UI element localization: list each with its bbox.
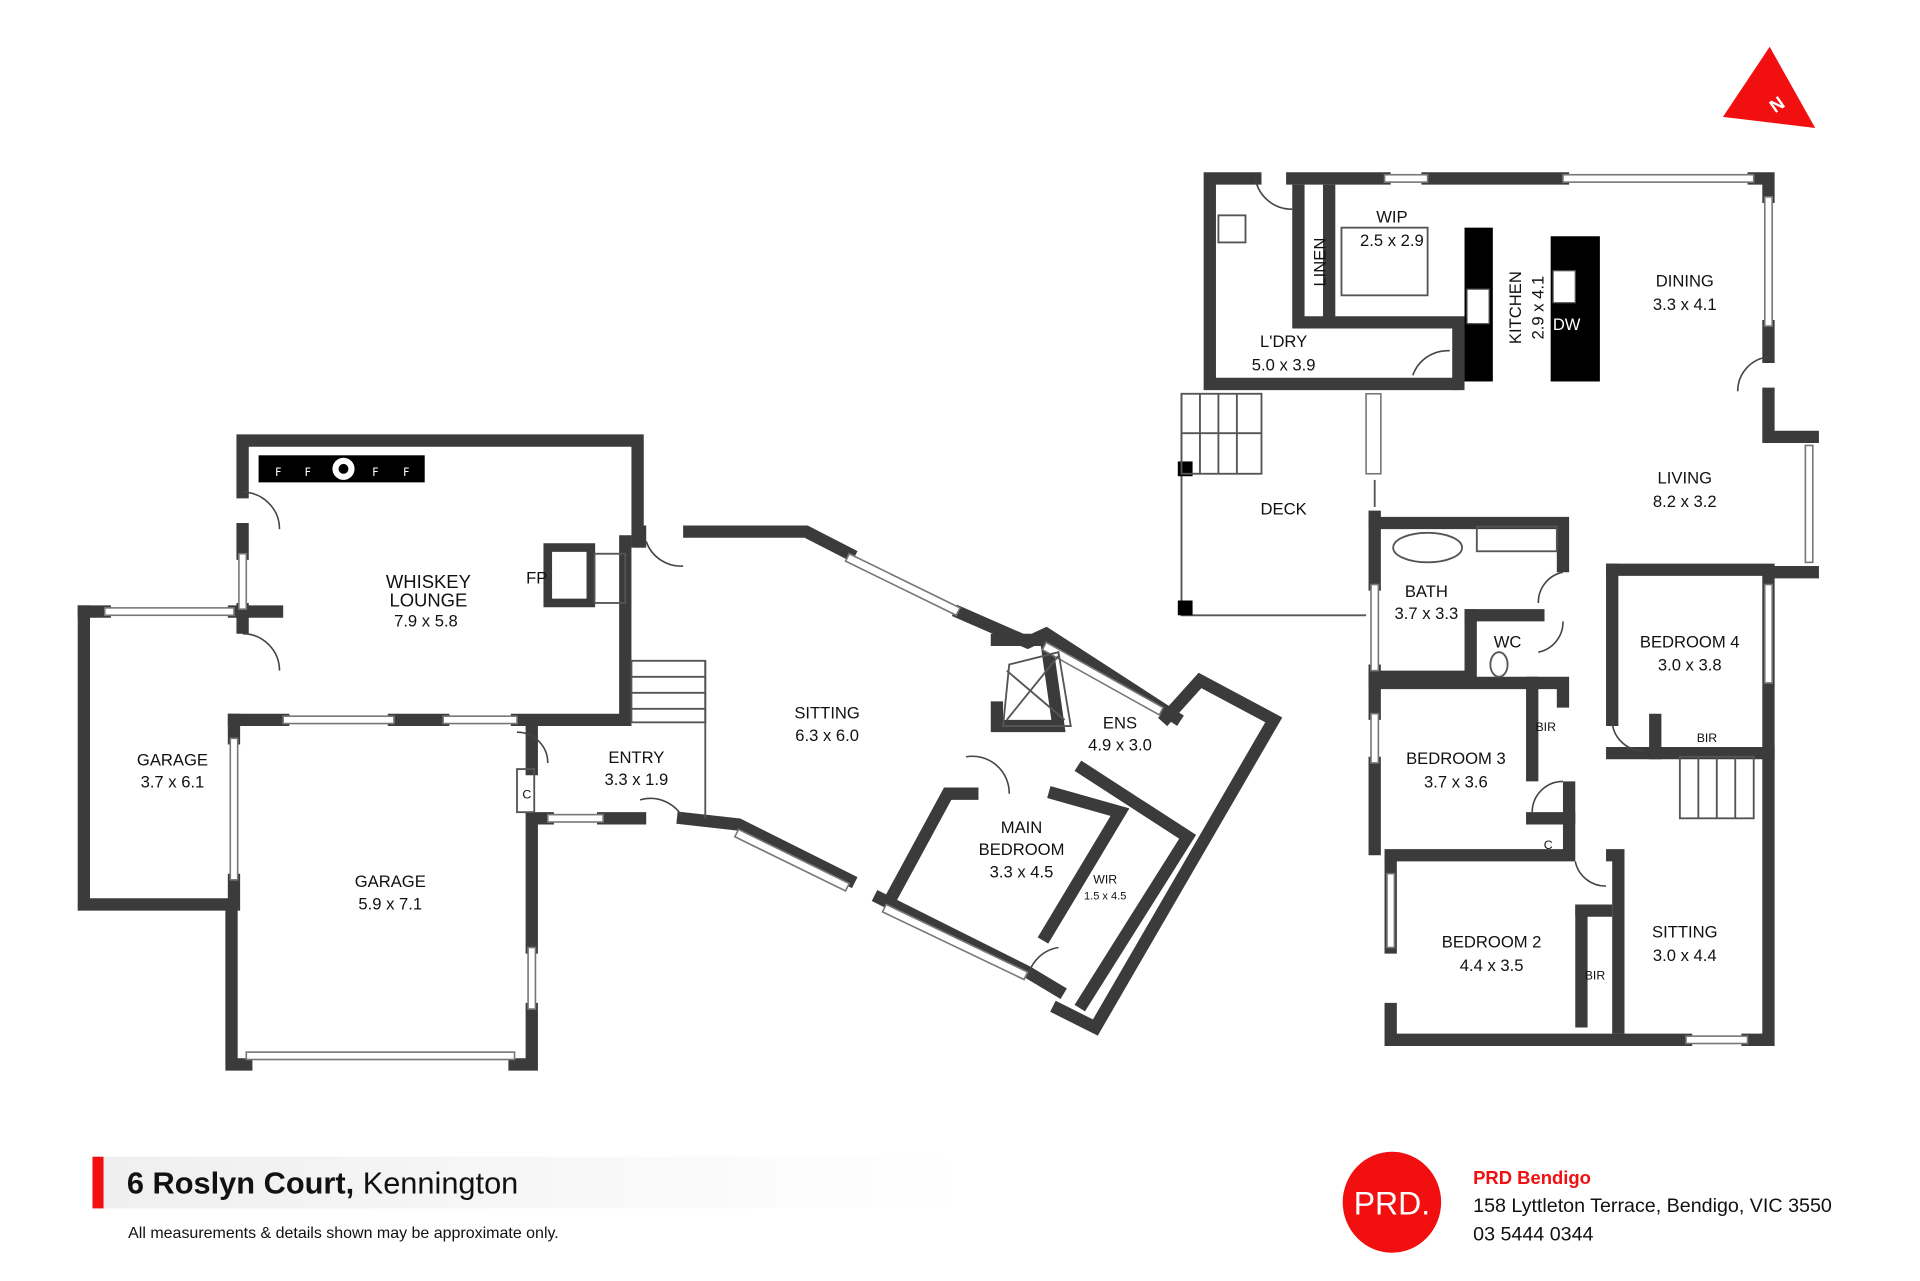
agency-address: 158 Lyttleton Terrace, Bendigo, VIC 3550 bbox=[1473, 1195, 1832, 1217]
dining-size: 3.3 x 4.1 bbox=[1653, 295, 1717, 314]
sitting-main-label: SITTING bbox=[794, 704, 860, 723]
garage-large-label: GARAGE bbox=[355, 872, 426, 891]
hall-cupboard-label: C bbox=[1544, 838, 1553, 852]
upper-level-windows bbox=[1365, 173, 1814, 1045]
wip-size: 2.5 x 2.9 bbox=[1360, 231, 1424, 250]
north-arrow-icon: N bbox=[1722, 46, 1816, 128]
kitchen-benches bbox=[1217, 214, 1600, 678]
sitting-upper-size: 3.0 x 4.4 bbox=[1653, 946, 1717, 965]
footer: 6 Roslyn Court, Kennington All measureme… bbox=[92, 1151, 1832, 1253]
bedroom4-size: 3.0 x 3.8 bbox=[1658, 656, 1722, 675]
living-label: LIVING bbox=[1658, 469, 1712, 488]
bedroom2-size: 4.4 x 3.5 bbox=[1460, 956, 1524, 975]
agency-name: PRD Bendigo bbox=[1473, 1167, 1591, 1188]
entry-size: 3.3 x 1.9 bbox=[605, 770, 669, 789]
ens-size: 4.9 x 3.0 bbox=[1088, 736, 1152, 755]
wir-label: WIR bbox=[1093, 873, 1117, 887]
whiskey-lounge-label-2: LOUNGE bbox=[389, 590, 467, 611]
disclaimer: All measurements & details shown may be … bbox=[128, 1225, 559, 1242]
wc-label: WC bbox=[1494, 632, 1522, 651]
kitchen-size: 2.9 x 4.1 bbox=[1528, 276, 1547, 340]
entry-cupboard-label: C bbox=[522, 788, 531, 802]
main-bedroom-label-2: BEDROOM bbox=[979, 840, 1065, 859]
living-size: 8.2 x 3.2 bbox=[1653, 492, 1717, 511]
upper-level-doors bbox=[1254, 178, 1769, 887]
fp-label: FP bbox=[526, 568, 547, 587]
bedroom3-label: BEDROOM 3 bbox=[1406, 749, 1506, 768]
bir3-label: BIR bbox=[1535, 720, 1556, 734]
garage-small-label: GARAGE bbox=[137, 750, 208, 769]
agency-phone: 03 5444 0344 bbox=[1473, 1223, 1593, 1245]
accent-bar bbox=[92, 1156, 104, 1209]
svg-text:F: F bbox=[372, 466, 378, 479]
svg-text:F: F bbox=[305, 466, 311, 479]
lower-level-walls bbox=[77, 434, 1283, 1071]
dining-label: DINING bbox=[1656, 272, 1714, 291]
main-bedroom-label: MAIN bbox=[1001, 818, 1043, 837]
sitting-upper-label: SITTING bbox=[1652, 923, 1718, 942]
whiskey-lounge-size: 7.9 x 5.8 bbox=[394, 611, 458, 630]
wir-size: 1.5 x 4.5 bbox=[1084, 891, 1126, 903]
bedroom3-size: 3.7 x 3.6 bbox=[1424, 773, 1488, 792]
svg-text:F: F bbox=[403, 466, 409, 479]
bir2-label: BIR bbox=[1585, 969, 1606, 983]
bedroom2-label: BEDROOM 2 bbox=[1442, 933, 1542, 952]
room-labels: WHISKEY LOUNGE 7.9 x 5.8 FP GARAGE 3.7 x… bbox=[137, 208, 1740, 983]
property-address: 6 Roslyn Court, Kennington bbox=[127, 1166, 518, 1201]
lower-level-windows bbox=[103, 552, 1165, 1061]
lower-level-doors bbox=[242, 491, 1059, 979]
fireplace-bench: F F F F bbox=[258, 455, 425, 483]
kitchen-label: KITCHEN bbox=[1506, 271, 1525, 344]
prd-logo: PRD. bbox=[1342, 1151, 1442, 1253]
ens-label: ENS bbox=[1103, 713, 1137, 732]
svg-text:F: F bbox=[275, 466, 281, 479]
deck-and-stairs bbox=[1177, 392, 1755, 820]
entry-label: ENTRY bbox=[608, 748, 664, 767]
laundry-size: 5.0 x 3.9 bbox=[1252, 355, 1316, 374]
bir4-label: BIR bbox=[1697, 731, 1718, 745]
bath-size: 3.7 x 3.3 bbox=[1395, 604, 1459, 623]
bedroom4-label: BEDROOM 4 bbox=[1640, 632, 1740, 651]
upper-level-walls bbox=[1203, 172, 1819, 1046]
wip-label: WIP bbox=[1376, 208, 1407, 227]
laundry-label: L'DRY bbox=[1260, 332, 1307, 351]
garage-small-size: 3.7 x 6.1 bbox=[141, 773, 205, 792]
dw-label: DW bbox=[1553, 315, 1581, 334]
linen-label: LINEN bbox=[1310, 238, 1329, 287]
svg-text:PRD.: PRD. bbox=[1354, 1186, 1430, 1222]
main-bedroom-size: 3.3 x 4.5 bbox=[990, 862, 1054, 881]
deck-label: DECK bbox=[1261, 499, 1307, 518]
whiskey-lounge-label: WHISKEY bbox=[386, 571, 471, 592]
sitting-main-size: 6.3 x 6.0 bbox=[795, 726, 859, 745]
garage-large-size: 5.9 x 7.1 bbox=[358, 894, 422, 913]
bath-label: BATH bbox=[1405, 582, 1448, 601]
